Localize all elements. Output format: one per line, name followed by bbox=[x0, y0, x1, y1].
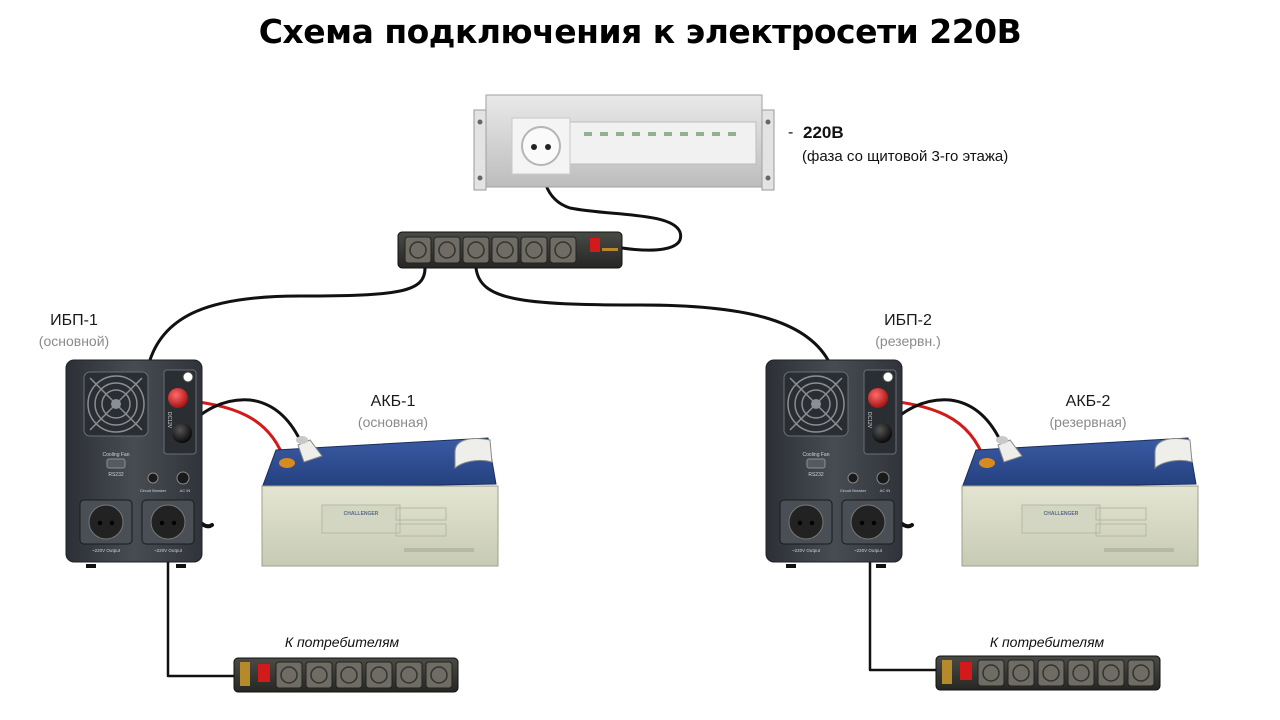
ups2-output-label-b: ~220V Output bbox=[854, 548, 883, 553]
consumer-strip-2 bbox=[935, 655, 1161, 691]
ups2-port-label: RS232 bbox=[808, 472, 824, 478]
cooling-fan-icon bbox=[783, 371, 849, 437]
source-description: (фаза со щитовой 3-го этажа) bbox=[802, 148, 1009, 165]
battery1-unit: CHALLENGER bbox=[261, 436, 499, 567]
ups2-unit: Cooling Fan RS232 DC12V Circuit Breaker … bbox=[765, 359, 903, 568]
consumer-strip-1 bbox=[233, 657, 459, 693]
battery2-brand: CHALLENGER bbox=[1044, 511, 1079, 517]
ups1-breaker-label: Circuit Breaker bbox=[140, 488, 167, 493]
wall-socket-icon bbox=[521, 126, 561, 166]
consumers2-label: К потребителям bbox=[989, 634, 1105, 650]
cable-ups1-to-consumers bbox=[166, 518, 236, 678]
cable-ups2-to-consumers bbox=[868, 518, 938, 672]
battery1-role: (основная) bbox=[357, 414, 429, 430]
cooling-fan-icon bbox=[83, 371, 149, 437]
ups2-output-label-a: ~220V Output bbox=[792, 548, 821, 553]
ups1-input-label: AC IN bbox=[180, 488, 191, 493]
ups1-outlets: ~220V Output ~220V Output bbox=[79, 499, 195, 553]
battery1-brand: CHALLENGER bbox=[344, 511, 379, 517]
power-switch-icon bbox=[258, 664, 270, 682]
ups2-role: (резервн.) bbox=[875, 333, 941, 349]
ups1-positive-terminal-icon bbox=[168, 388, 188, 408]
battery2-unit: CHALLENGER bbox=[961, 436, 1199, 567]
ups1-output-label-b: ~220V Output bbox=[154, 548, 183, 553]
main-power-strip bbox=[397, 231, 623, 269]
ups1-label: ИБП-1 bbox=[50, 312, 98, 329]
ups2-label: ИБП-2 bbox=[884, 312, 932, 329]
battery2-negative-terminal-icon bbox=[996, 436, 1008, 444]
ups2-positive-terminal-icon bbox=[868, 388, 888, 408]
battery2-label: АКБ-2 bbox=[1065, 393, 1111, 410]
ups1-negative-terminal-icon bbox=[172, 423, 192, 443]
battery2-positive-terminal-icon bbox=[979, 458, 995, 468]
power-switch-icon bbox=[960, 662, 972, 680]
ups1-fan-label: Cooling Fan bbox=[103, 452, 130, 458]
source-dash: - bbox=[788, 124, 794, 141]
ups2-input-label: AC IN bbox=[880, 488, 891, 493]
page-title: Схема подключения к электросети 220В bbox=[258, 12, 1022, 51]
battery1-label: АКБ-1 bbox=[370, 393, 416, 410]
rack-socket-unit bbox=[473, 94, 775, 191]
cable-strip-to-ups1 bbox=[148, 266, 427, 362]
battery1-negative-terminal-icon bbox=[296, 436, 308, 444]
source-voltage: 220В bbox=[803, 123, 844, 142]
ups1-unit: Cooling Fan RS232 DC12V Circuit Breaker … bbox=[65, 359, 203, 568]
ups2-dc-label: DC12V bbox=[866, 412, 872, 429]
ups1-dc-label: DC12V bbox=[166, 412, 172, 429]
battery1-positive-terminal-icon bbox=[279, 458, 295, 468]
power-switch-icon bbox=[590, 238, 600, 252]
cable-strip-to-ups2 bbox=[474, 266, 830, 362]
ups2-outlets: ~220V Output ~220V Output bbox=[779, 499, 895, 553]
ups2-negative-terminal-icon bbox=[872, 423, 892, 443]
cable-source-to-strip bbox=[540, 146, 683, 252]
battery2-role: (резервная) bbox=[1049, 414, 1127, 430]
consumers1-label: К потребителям bbox=[284, 634, 400, 650]
ups2-fan-label: Cooling Fan bbox=[803, 452, 830, 458]
ups2-breaker-label: Circuit Breaker bbox=[840, 488, 867, 493]
ups1-port-label: RS232 bbox=[108, 472, 124, 478]
ups1-output-label-a: ~220V Output bbox=[92, 548, 121, 553]
ups1-role: (основной) bbox=[38, 333, 110, 349]
